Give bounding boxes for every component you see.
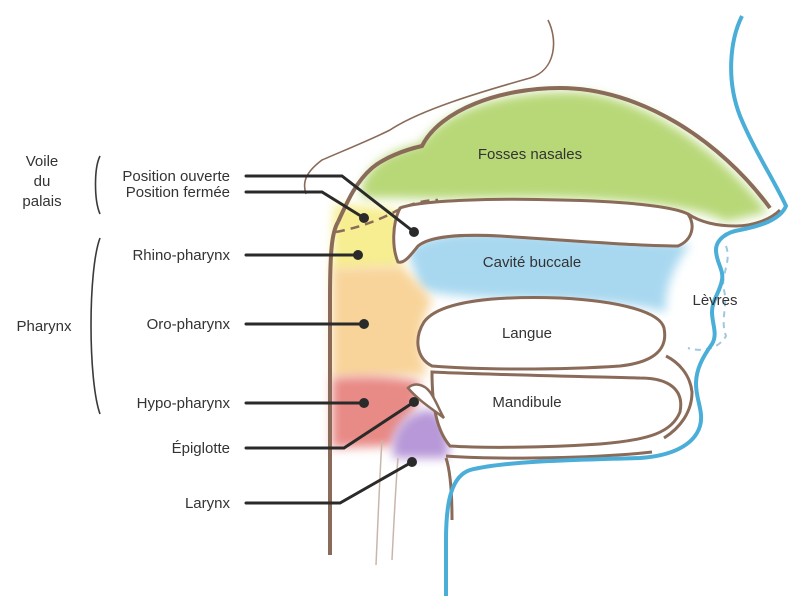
lower-pharynx-inner-line-2 — [376, 440, 382, 565]
cavite-buccale-label: Cavité buccale — [483, 254, 581, 271]
position-ouverte-label: Position ouverte — [122, 168, 230, 185]
leader-dot-position-ouverte — [409, 227, 419, 237]
leader-dot-position-fermee — [359, 213, 369, 223]
oro-pharynx-label: Oro-pharynx — [147, 316, 231, 333]
leader-dot-rhino-pharynx — [353, 250, 363, 260]
pharynx-brace — [91, 238, 100, 414]
voile-label-line1: Voile — [26, 153, 59, 170]
leader-dot-hypo-pharynx — [359, 398, 369, 408]
larynx-label: Larynx — [185, 495, 231, 512]
leader-dot-epiglotte — [409, 397, 419, 407]
mandibule-label: Mandibule — [492, 394, 561, 411]
epiglotte-label: Épiglotte — [172, 440, 230, 457]
levres-label: Lèvres — [692, 292, 737, 309]
fosses-nasales-label: Fosses nasales — [478, 146, 582, 163]
langue-label: Langue — [502, 325, 552, 342]
leader-dot-larynx — [407, 457, 417, 467]
voile-label-line3: palais — [22, 193, 61, 210]
leader-dot-oro-pharynx — [359, 319, 369, 329]
hypo-pharynx-label: Hypo-pharynx — [137, 395, 231, 412]
voile-brace — [96, 156, 101, 214]
position-fermee-label: Position fermée — [126, 184, 230, 201]
oro-pharynx-region — [332, 266, 432, 378]
voile-label-line2: du — [34, 173, 51, 190]
rhino-pharynx-label: Rhino-pharynx — [132, 247, 230, 264]
pharynx-label: Pharynx — [16, 318, 72, 335]
